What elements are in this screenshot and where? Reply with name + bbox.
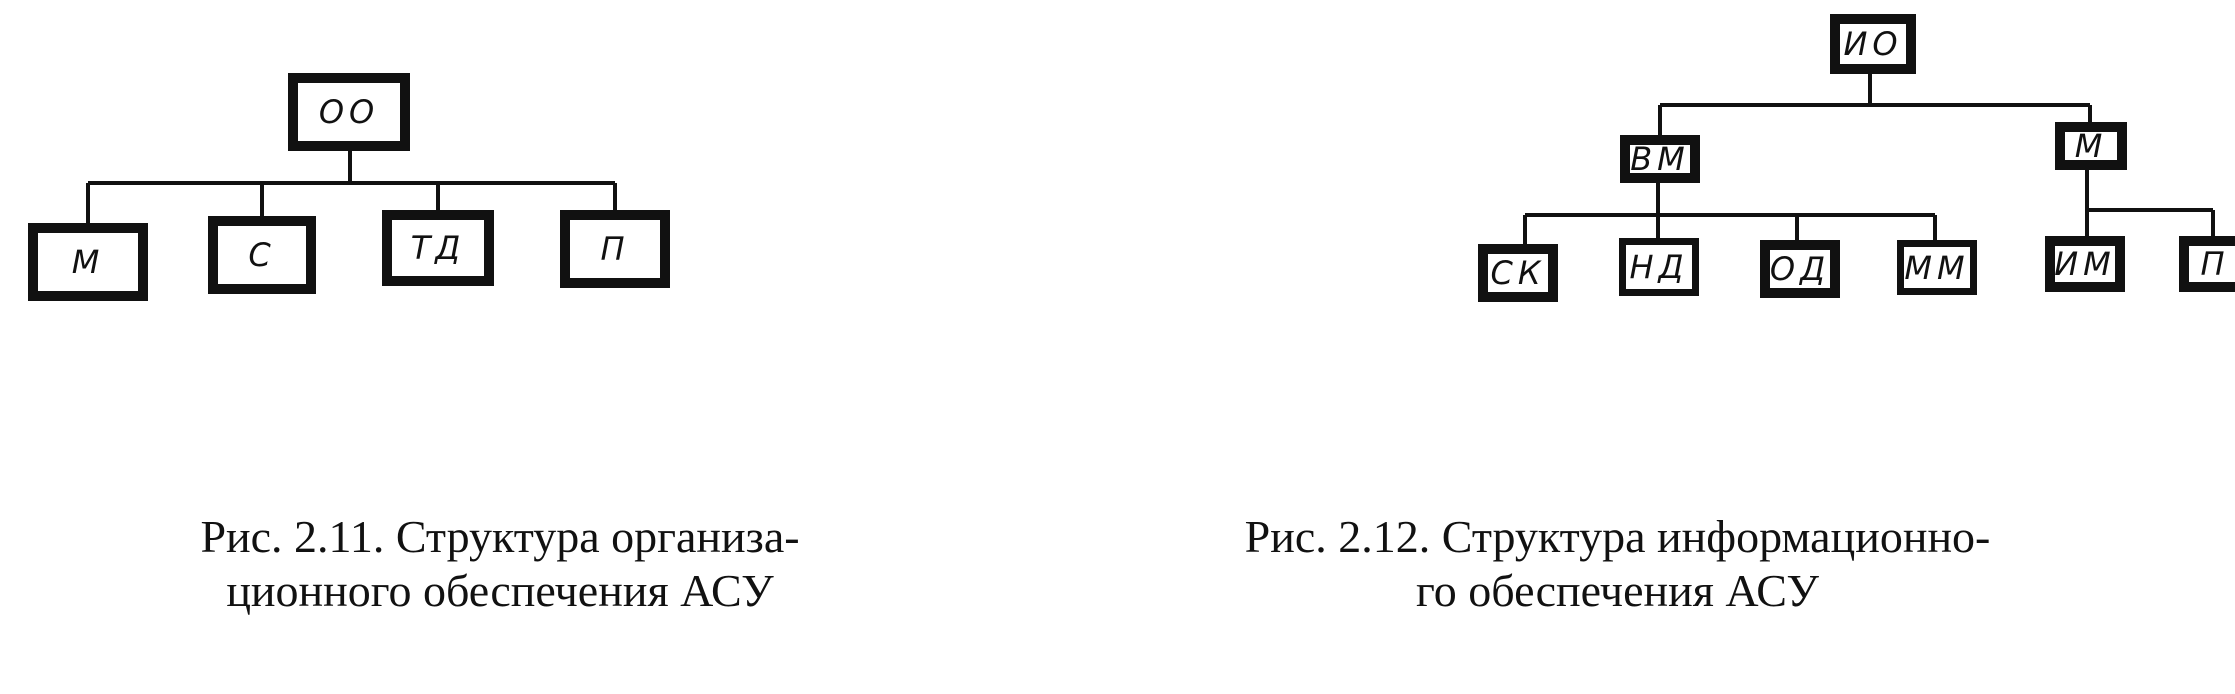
node-s: С	[208, 216, 316, 294]
figure-2-12: ИО ВМ М СК НД ОД ММ ИМ П Рис. 2.12. Стру…	[1000, 0, 2235, 694]
node-nd-label: НД	[1629, 248, 1689, 286]
node-m-label: М	[71, 243, 105, 281]
caption-line-2: ционного обеспечения АСУ	[226, 565, 774, 616]
caption-line-1: Рис. 2.12. Структура информационно-	[1244, 511, 1991, 562]
node-io-label: ИО	[1843, 25, 1903, 63]
node-m-label: М	[2074, 127, 2108, 165]
node-nd: НД	[1619, 238, 1699, 296]
node-vm-label: ВМ	[1630, 140, 1690, 178]
node-mm: ММ	[1897, 240, 1977, 295]
node-p-label: П	[600, 230, 630, 268]
organizational-support-tree: ОО М С ТД П	[0, 0, 1000, 500]
node-td: ТД	[382, 210, 494, 286]
tree-connectors	[86, 146, 617, 225]
node-oo-label: ОО	[318, 93, 380, 131]
node-vm: ВМ	[1620, 135, 1700, 183]
tree-connectors	[1523, 70, 2215, 250]
node-im: ИМ	[2045, 236, 2125, 292]
node-im-label: ИМ	[2054, 245, 2116, 283]
caption-line-1: Рис. 2.11. Структура организа-	[200, 511, 800, 562]
node-m: М	[28, 223, 148, 301]
node-mm-label: ММ	[1904, 248, 1970, 287]
figure-2-12-caption: Рис. 2.12. Структура информационно- го о…	[1000, 510, 2235, 618]
node-oo: ОО	[288, 73, 410, 151]
node-p: П	[2179, 236, 2235, 292]
node-p: П	[560, 210, 670, 288]
node-sk-label: СК	[1490, 254, 1546, 292]
information-support-tree: ИО ВМ М СК НД ОД ММ ИМ П	[1000, 0, 2235, 500]
node-od-label: ОД	[1769, 250, 1831, 288]
node-td-label: ТД	[410, 229, 466, 267]
node-sk: СК	[1478, 244, 1558, 302]
node-od: ОД	[1760, 240, 1840, 298]
figure-2-11: ОО М С ТД П Рис. 2.11. Структура организ…	[0, 0, 1000, 694]
node-io: ИО	[1830, 14, 1916, 74]
caption-line-2: го обеспечения АСУ	[1416, 565, 1819, 616]
node-s-label: С	[248, 236, 276, 274]
node-m: М	[2055, 122, 2127, 170]
node-p-label: П	[2200, 245, 2230, 283]
figure-2-11-caption: Рис. 2.11. Структура организа- ционного …	[0, 510, 1000, 618]
